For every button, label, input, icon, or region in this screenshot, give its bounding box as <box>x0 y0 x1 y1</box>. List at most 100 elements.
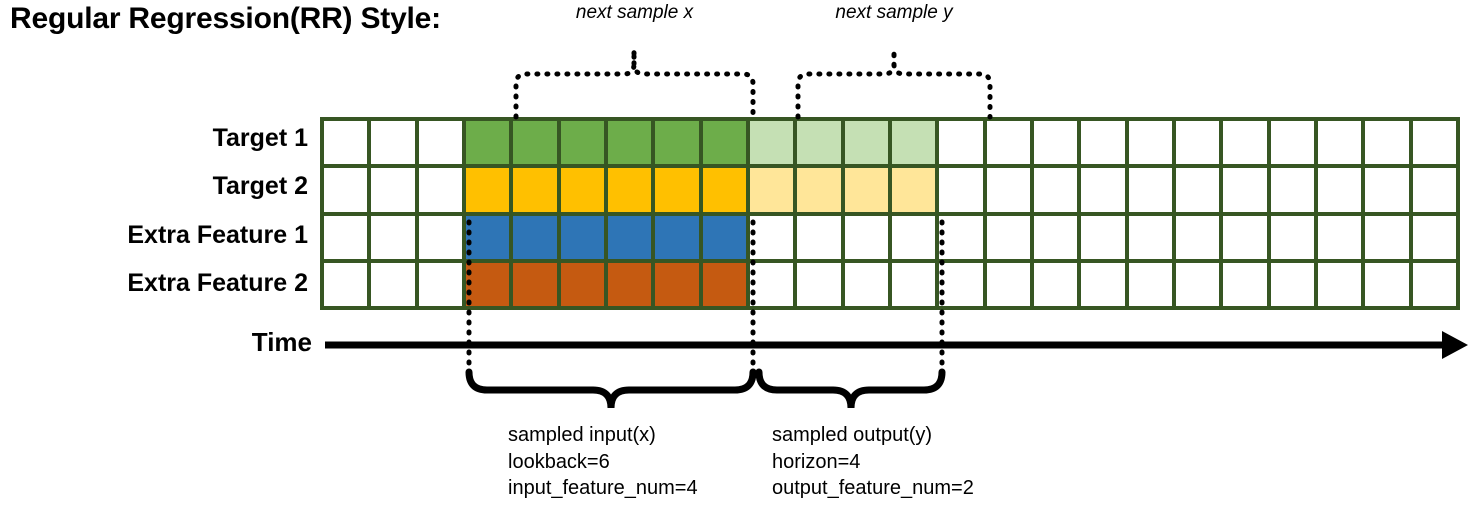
grid-cell-extra-feature-1-9 <box>749 215 794 259</box>
time-axis-arrowhead <box>1442 331 1468 359</box>
grid-cell-extra-feature-1-21 <box>1317 215 1362 259</box>
annotation-sampled-output: sampled output(y) horizon=4 output_featu… <box>772 422 974 502</box>
grid-cell-target-2-18 <box>1175 168 1220 212</box>
grid-cell-target-1-13 <box>939 121 983 165</box>
page-title: Regular Regression(RR) Style: <box>10 2 441 35</box>
grid-cell-extra-feature-2-15 <box>1033 262 1078 306</box>
grid-cell-extra-feature-1-18 <box>1175 215 1220 259</box>
grid-cell-extra-feature-1-23 <box>1412 215 1456 259</box>
grid-cell-target-2-21 <box>1317 168 1362 212</box>
grid-cell-target-2-1 <box>371 168 415 212</box>
grid-cell-extra-feature-1-2 <box>418 215 462 259</box>
dotted-brace-input-x <box>513 50 756 120</box>
grid-cell-extra-feature-2-21 <box>1317 262 1362 306</box>
grid-cell-extra-feature-2-11 <box>844 262 888 306</box>
grid-cell-extra-feature-1-8 <box>702 215 746 259</box>
grid-cell-extra-feature-1-1 <box>371 215 415 259</box>
annotation-input-line3: input_feature_num=4 <box>508 477 698 500</box>
grid-cell-target-1-16 <box>1081 121 1125 165</box>
grid-cell-target-1-7 <box>655 121 699 165</box>
annotation-sampled-input: sampled input(x) lookback=6 input_featur… <box>508 422 698 502</box>
grid-cell-target-1-19 <box>1223 121 1267 165</box>
grid-cell-extra-feature-2-14 <box>986 262 1030 306</box>
annotation-output-line2: horizon=4 <box>772 450 861 473</box>
grid-cell-target-2-15 <box>1033 168 1078 212</box>
grid-cell-extra-feature-1-14 <box>986 215 1030 259</box>
grid-cell-extra-feature-2-5 <box>560 262 604 306</box>
grid-cell-extra-feature-1-22 <box>1365 215 1409 259</box>
grid-cell-target-2-6 <box>607 168 652 212</box>
row-label-target-1: Target 1 <box>212 124 308 153</box>
grid-cell-extra-feature-1-12 <box>891 215 936 259</box>
grid-cell-extra-feature-1-7 <box>655 215 699 259</box>
grid-cell-target-1-15 <box>1033 121 1078 165</box>
grid-cell-target-2-12 <box>891 168 936 212</box>
time-axis-label: Time <box>251 327 312 357</box>
grid-cell-extra-feature-2-1 <box>371 262 415 306</box>
grid-cell-extra-feature-2-10 <box>797 262 841 306</box>
grid-cell-target-2-19 <box>1223 168 1267 212</box>
grid-cell-extra-feature-2-9 <box>749 262 794 306</box>
grid-cell-target-2-23 <box>1412 168 1456 212</box>
grid-cell-target-2-20 <box>1270 168 1314 212</box>
grid-cell-target-2-9 <box>749 168 794 212</box>
grid-cell-extra-feature-2-16 <box>1081 262 1125 306</box>
grid-cell-target-2-22 <box>1365 168 1409 212</box>
row-label-target-2: Target 2 <box>212 172 308 201</box>
dotted-brace-output-y <box>795 50 993 120</box>
grid-cell-target-1-23 <box>1412 121 1456 165</box>
grid-cell-target-1-22 <box>1365 121 1409 165</box>
grid-cell-extra-feature-2-0 <box>324 262 368 306</box>
brace-sampled-input <box>465 368 757 409</box>
annotation-input-line1: sampled input(x) <box>508 424 656 446</box>
grid-cell-target-1-14 <box>986 121 1030 165</box>
grid-cell-target-1-11 <box>844 121 888 165</box>
grid-cell-extra-feature-2-8 <box>702 262 746 306</box>
grid-cell-target-1-9 <box>749 121 794 165</box>
grid-cell-extra-feature-1-4 <box>513 215 557 259</box>
row-label-extra-feature-1: Extra Feature 1 <box>127 220 308 249</box>
grid-cell-target-1-3 <box>465 121 510 165</box>
grid-cell-extra-feature-1-10 <box>797 215 841 259</box>
annotation-output-line1: sampled output(y) <box>772 424 933 446</box>
grid-cell-target-2-8 <box>702 168 746 212</box>
brace-sampled-output <box>755 368 946 409</box>
grid-cell-target-2-0 <box>324 168 368 212</box>
grid-cell-extra-feature-2-4 <box>513 262 557 306</box>
grid-cell-target-1-10 <box>797 121 841 165</box>
grid-cell-extra-feature-2-22 <box>1365 262 1409 306</box>
grid-cell-target-1-0 <box>324 121 368 165</box>
grid-cell-extra-feature-1-20 <box>1270 215 1314 259</box>
grid-cell-extra-feature-1-6 <box>607 215 652 259</box>
grid-cell-extra-feature-2-12 <box>891 262 936 306</box>
grid-cell-target-2-7 <box>655 168 699 212</box>
grid-cell-extra-feature-2-6 <box>607 262 652 306</box>
grid-cell-target-2-4 <box>513 168 557 212</box>
annotation-output-line3: output_feature_num=2 <box>772 477 974 500</box>
grid-cell-extra-feature-1-15 <box>1033 215 1078 259</box>
grid-cell-extra-feature-1-0 <box>324 215 368 259</box>
grid-cell-target-2-13 <box>939 168 983 212</box>
caption-next-sample-y: next sample y <box>835 2 953 23</box>
caption-next-sample-x: next sample x <box>575 2 694 23</box>
grid-cell-extra-feature-1-16 <box>1081 215 1125 259</box>
row-label-extra-feature-2: Extra Feature 2 <box>127 268 308 297</box>
annotation-input-line2: lookback=6 <box>508 450 610 473</box>
grid-cell-target-1-20 <box>1270 121 1314 165</box>
timeseries-grid <box>320 117 1460 310</box>
grid-cell-extra-feature-1-13 <box>939 215 983 259</box>
grid-cell-target-2-14 <box>986 168 1030 212</box>
grid-cell-extra-feature-2-2 <box>418 262 462 306</box>
grid-cell-target-1-12 <box>891 121 936 165</box>
grid-cell-target-1-4 <box>513 121 557 165</box>
grid-cell-extra-feature-1-11 <box>844 215 888 259</box>
grid-cell-target-1-21 <box>1317 121 1362 165</box>
grid-cell-target-2-3 <box>465 168 510 212</box>
grid-cell-target-1-6 <box>607 121 652 165</box>
grid-cell-extra-feature-1-19 <box>1223 215 1267 259</box>
grid-cell-target-1-8 <box>702 121 746 165</box>
grid-cell-target-1-17 <box>1128 121 1172 165</box>
grid-cell-extra-feature-2-20 <box>1270 262 1314 306</box>
grid-cell-target-2-2 <box>418 168 462 212</box>
